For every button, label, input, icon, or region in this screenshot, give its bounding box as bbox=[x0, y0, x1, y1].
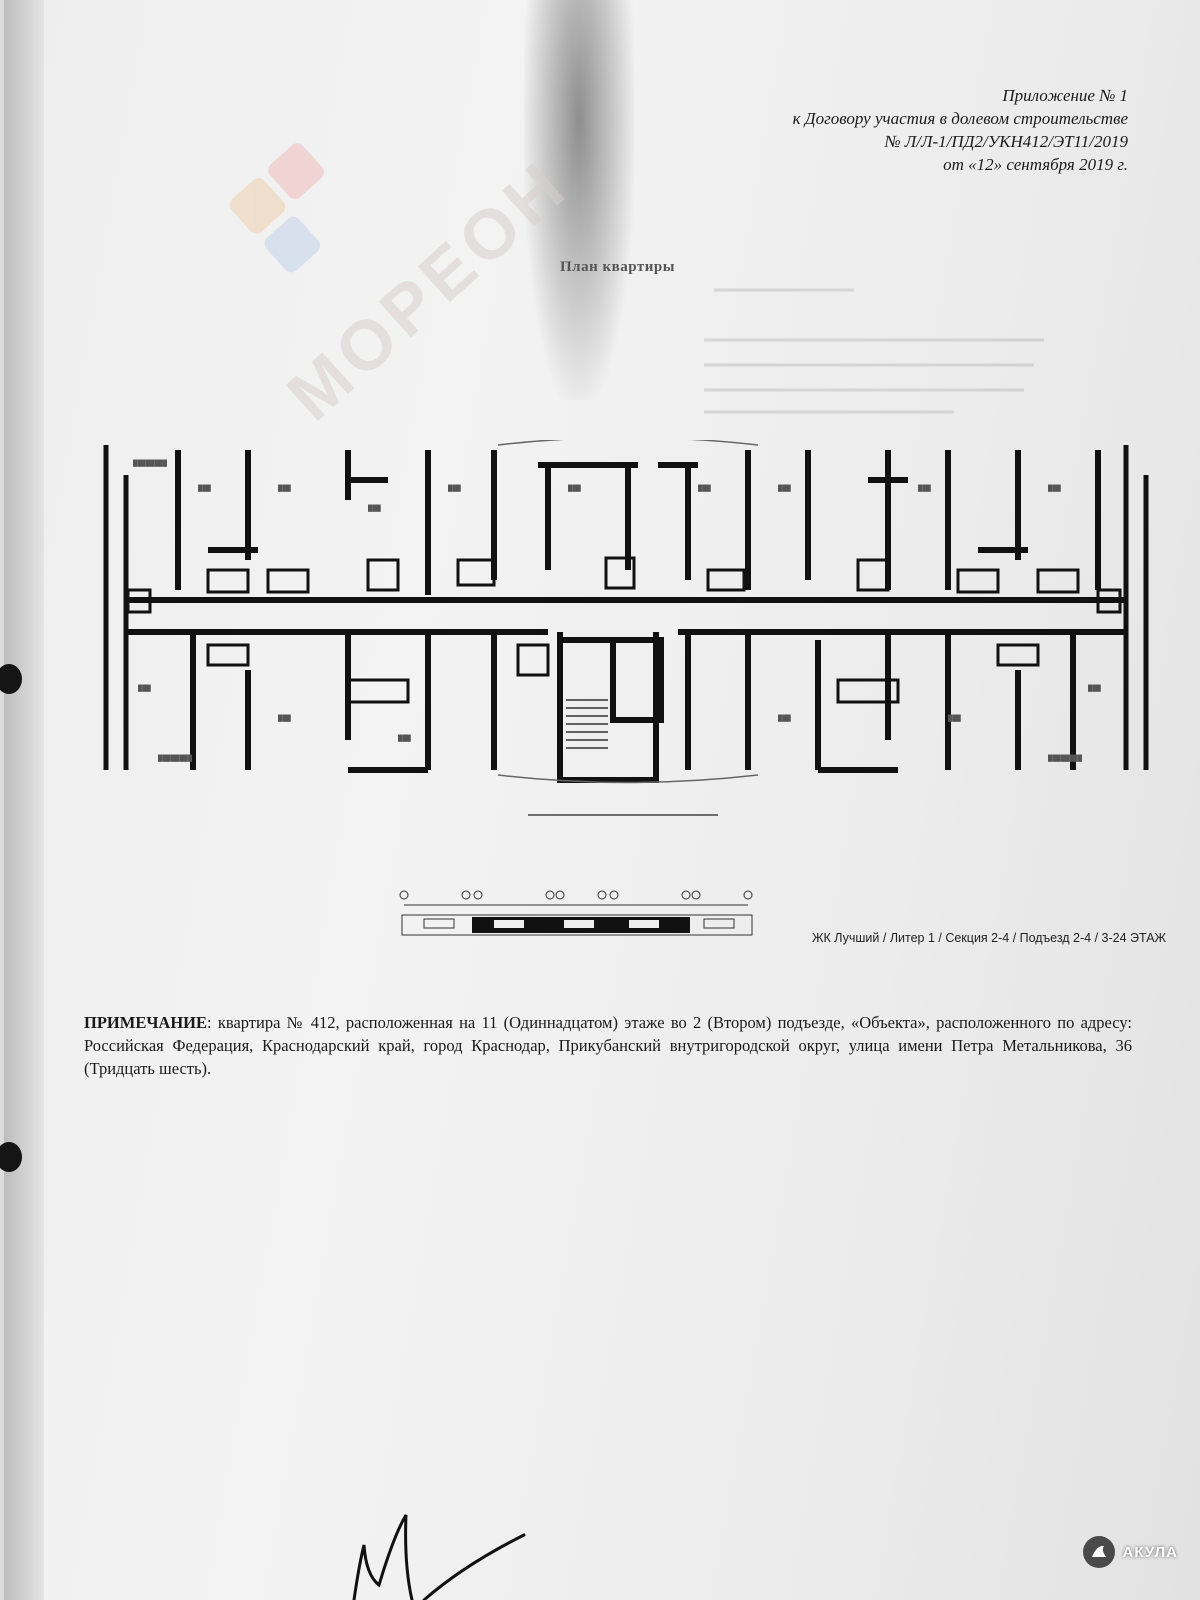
svg-text:███: ███ bbox=[918, 484, 932, 492]
contract-number: № Л/Л-1/ПД2/УКН412/ЭТ11/2019 bbox=[884, 132, 1128, 151]
akula-brand-badge: АКУЛА bbox=[1082, 1536, 1178, 1568]
note-paragraph: ПРИМЕЧАНИЕ: квартира № 412, расположенна… bbox=[84, 1011, 1132, 1080]
svg-text:███: ███ bbox=[368, 504, 382, 512]
svg-text:████████: ████████ bbox=[1048, 754, 1083, 762]
contract-appendix-header: Приложение № 1 к Договору участия в доле… bbox=[793, 84, 1128, 176]
section-key-diagram bbox=[399, 890, 753, 936]
faded-background-text bbox=[704, 288, 1044, 414]
akula-label: АКУЛА bbox=[1122, 1543, 1178, 1561]
svg-text:████████: ████████ bbox=[158, 754, 193, 762]
svg-text:███: ███ bbox=[1048, 484, 1062, 492]
contract-date: от «12» сентября 2019 г. bbox=[943, 155, 1128, 174]
svg-text:███: ███ bbox=[568, 484, 582, 492]
punch-hole bbox=[0, 664, 22, 694]
svg-text:███: ███ bbox=[138, 684, 152, 692]
svg-text:███: ███ bbox=[948, 714, 962, 722]
svg-text:███: ███ bbox=[198, 484, 212, 492]
note-label: ПРИМЕЧАНИЕ bbox=[84, 1013, 208, 1032]
watermark-logo bbox=[226, 104, 411, 286]
note-text: : квартира № 412, расположенная на 11 (О… bbox=[84, 1013, 1132, 1078]
svg-text:███: ███ bbox=[698, 484, 712, 492]
svg-text:███: ███ bbox=[778, 484, 792, 492]
page-fold-shadow bbox=[4, 0, 44, 1600]
svg-text:███: ███ bbox=[398, 734, 412, 742]
plan-title: План квартиры bbox=[560, 259, 675, 275]
svg-text:████████: ████████ bbox=[133, 459, 168, 467]
shark-icon bbox=[1082, 1536, 1115, 1568]
floor-plan-drawing: ██████████████ █████████ █████████ █████… bbox=[103, 440, 1149, 816]
svg-text:███: ███ bbox=[778, 714, 792, 722]
plan-caption: ЖК Лучший / Литер 1 / Секция 2-4 / Подъе… bbox=[812, 931, 1167, 945]
svg-text:███: ███ bbox=[278, 714, 292, 722]
handwritten-signature bbox=[352, 1514, 526, 1600]
punch-hole bbox=[0, 1142, 22, 1172]
svg-text:███: ███ bbox=[448, 484, 462, 492]
contract-reference: к Договору участия в долевом строительст… bbox=[792, 109, 1128, 128]
svg-text:███: ███ bbox=[1088, 684, 1102, 692]
appendix-number: Приложение № 1 bbox=[1002, 86, 1128, 105]
svg-text:███: ███ bbox=[278, 484, 292, 492]
toner-smudge bbox=[524, 0, 634, 400]
